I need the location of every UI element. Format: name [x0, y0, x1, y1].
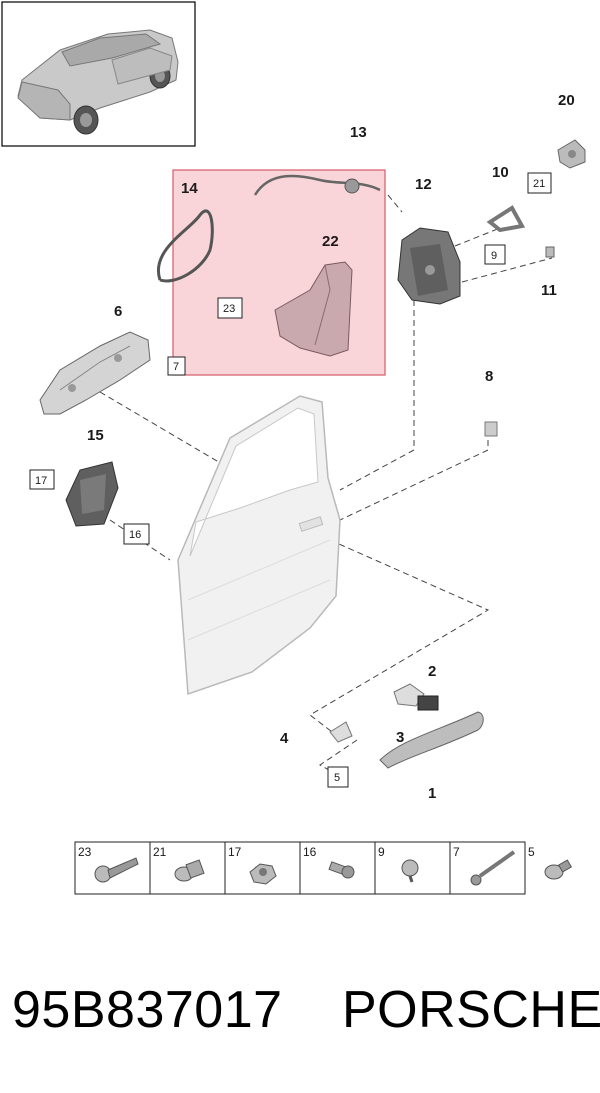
legend-number: 23	[78, 845, 92, 859]
brand-name: PORSCHE	[342, 981, 600, 1039]
boxed-ref-label: 23	[223, 303, 235, 315]
control-unit-part	[65, 461, 119, 527]
footer: 95B837017 PORSCHE	[0, 970, 600, 1050]
pan-head-screw-icon	[544, 859, 573, 880]
handle-carrier-part	[39, 331, 151, 415]
callout-label: 8	[485, 368, 493, 385]
striker-part	[557, 139, 586, 169]
lock-cylinder-cover-part	[329, 721, 353, 743]
highlighted-component-group	[172, 169, 386, 376]
legend-number: 21	[153, 845, 167, 859]
release-cable-part	[253, 174, 381, 196]
callout-label: 15	[87, 427, 104, 444]
door-panel-illustration	[177, 395, 341, 696]
boxed-ref: 16	[123, 523, 150, 545]
boxed-ref: 7	[167, 356, 186, 376]
callout-label: 12	[415, 176, 432, 193]
callout-label: 22	[322, 233, 339, 250]
callout-label: 14	[181, 180, 198, 197]
boxed-ref: 23	[217, 297, 243, 319]
flange-bolt-icon	[328, 861, 355, 879]
end-cap-part	[484, 421, 498, 437]
bowden-cable-part	[156, 209, 214, 283]
handle-cap-part	[417, 695, 439, 711]
gasket-part	[486, 205, 526, 233]
callout-label: 13	[350, 124, 367, 141]
long-bolt-icon	[470, 850, 516, 886]
boxed-ref: 9	[484, 244, 506, 265]
flat-head-bolt-icon	[174, 859, 205, 882]
part-number: 95B837017	[12, 981, 283, 1039]
callout-label: 10	[492, 164, 509, 181]
boxed-ref: 21	[527, 172, 552, 194]
boxed-ref: 17	[29, 469, 55, 490]
vehicle-thumbnail-icon	[17, 29, 179, 135]
lock-cover-part	[274, 261, 353, 357]
legend-number: 9	[378, 845, 385, 859]
callout-label: 6	[114, 303, 122, 320]
boxed-ref-label: 16	[129, 529, 141, 541]
callout-label: 20	[558, 92, 575, 109]
callout-label: 2	[428, 663, 436, 680]
lock-screw-part	[545, 246, 555, 258]
boxed-ref-label: 21	[533, 178, 545, 190]
exterior-handle-part	[379, 711, 484, 769]
legend-number: 5	[528, 845, 535, 859]
boxed-ref-label: 5	[334, 772, 340, 784]
boxed-ref: 5	[327, 766, 349, 788]
boxed-ref-label: 9	[491, 250, 497, 262]
fastener-legend: 23 21 17 16 9 7 5	[74, 841, 573, 895]
door-lock-part	[397, 227, 461, 305]
boxed-ref-label: 7	[173, 361, 179, 373]
legend-number: 16	[303, 845, 317, 859]
boxed-ref-label: 17	[35, 475, 47, 487]
callout-label: 1	[428, 785, 436, 802]
self-tapping-screw-icon	[94, 857, 139, 883]
callout-label: 11	[541, 282, 557, 299]
torx-screw-icon	[401, 859, 419, 883]
callout-label: 3	[396, 729, 404, 746]
callout-label: 4	[280, 730, 289, 747]
hex-nut-icon	[249, 863, 277, 885]
legend-number: 7	[453, 845, 460, 859]
legend-number: 17	[228, 845, 242, 859]
